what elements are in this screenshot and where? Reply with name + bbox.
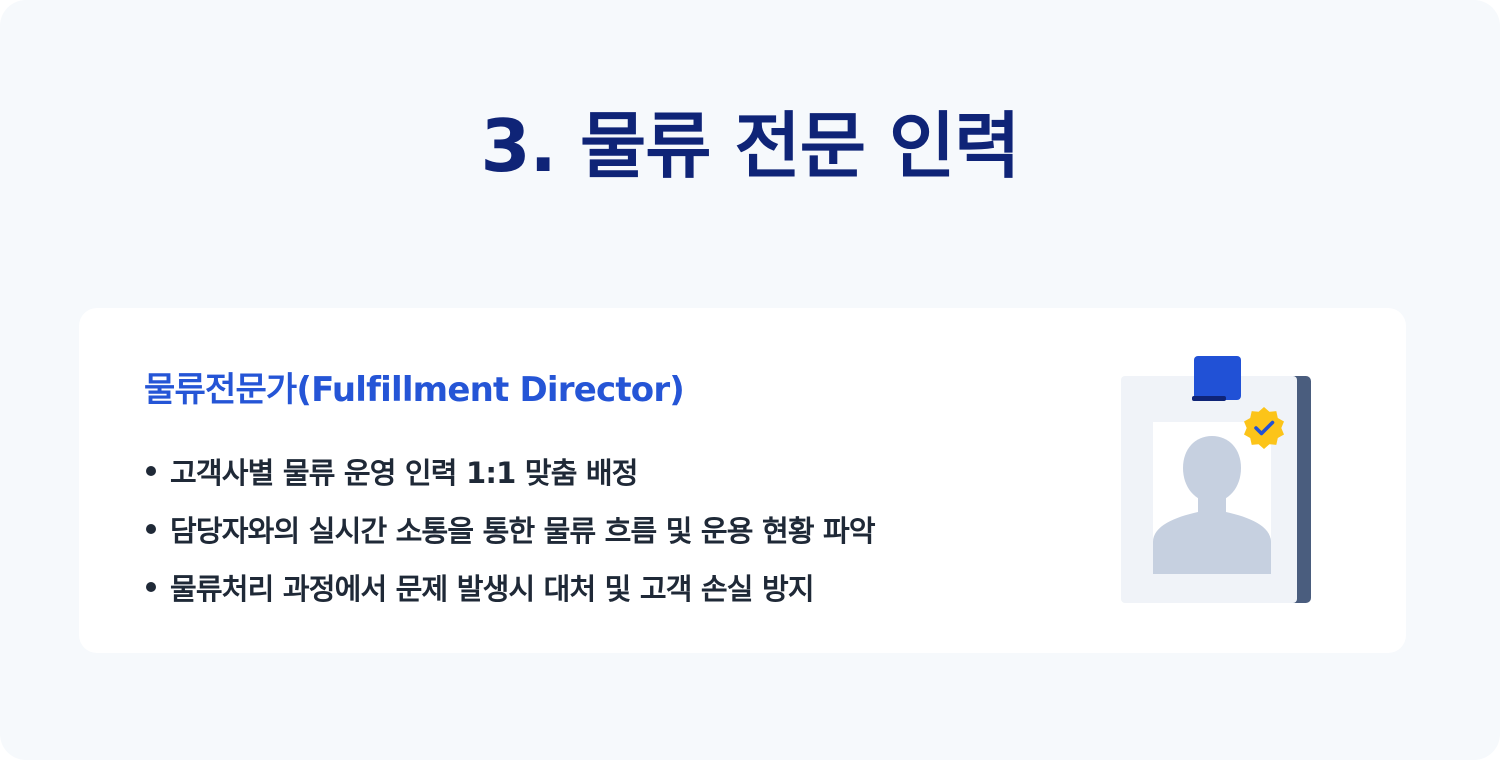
list-item: 담당자와의 실시간 소통을 통한 물류 흐름 및 운용 현황 파악 bbox=[144, 500, 876, 558]
bullet-dot-icon bbox=[146, 524, 156, 534]
list-item: 고객사별 물류 운영 인력 1:1 맞춤 배정 bbox=[144, 442, 875, 500]
card-heading: 물류전문가(Fulfillment Director) bbox=[144, 370, 685, 410]
page-title: 3. 물류 전문 인력 bbox=[480, 104, 1020, 188]
badge-clip-top bbox=[1194, 356, 1241, 400]
bullet-dot-icon bbox=[146, 582, 156, 592]
bullet-dot-icon bbox=[146, 466, 156, 476]
list-item-text: 고객사별 물류 운영 인력 1:1 맞춤 배정 bbox=[170, 456, 638, 490]
bullet-list: 고객사별 물류 운영 인력 1:1 맞춤 배정 담당자와의 실시간 소통을 통한… bbox=[144, 442, 876, 616]
person-silhouette-icon bbox=[1153, 436, 1271, 574]
verified-seal-icon bbox=[1244, 407, 1284, 449]
checkmark-icon bbox=[1254, 420, 1275, 436]
list-item-text: 담당자와의 실시간 소통을 통한 물류 흐름 및 운용 현황 파악 bbox=[170, 514, 876, 548]
info-card: 물류전문가(Fulfillment Director) 고객사별 물류 운영 인… bbox=[79, 308, 1406, 653]
list-item-text: 물류처리 과정에서 문제 발생시 대처 및 고객 손실 방지 bbox=[170, 572, 815, 606]
badge-clip-base bbox=[1192, 396, 1226, 401]
list-item: 물류처리 과정에서 문제 발생시 대처 및 고객 손실 방지 bbox=[144, 558, 875, 616]
id-badge-illustration bbox=[1119, 354, 1319, 606]
id-badge-verified-icon bbox=[1121, 356, 1311, 603]
